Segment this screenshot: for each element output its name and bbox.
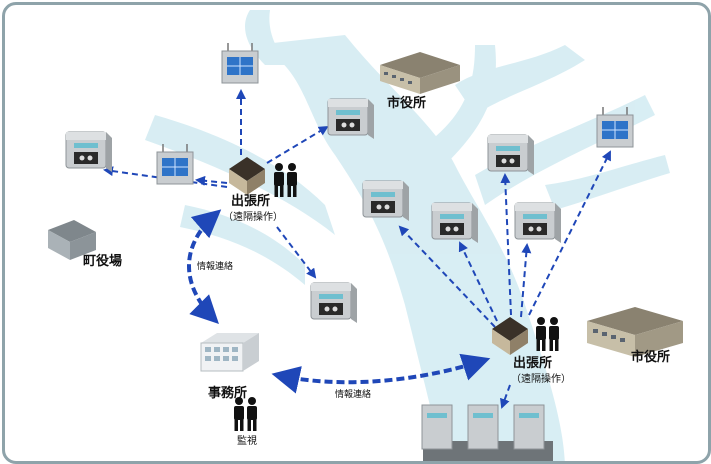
city-hall-right-label: 市役所 — [631, 350, 671, 365]
info-link-left-label: 情報連絡 — [197, 262, 234, 272]
arrow-to-upper-gate — [500, 173, 512, 316]
branch-office-left-house-icon — [229, 157, 265, 195]
mid-left-gate-icon — [362, 180, 410, 222]
upper-gate-icon — [487, 134, 535, 176]
monitor-label: 監視 — [237, 436, 257, 447]
control-arrows — [103, 89, 611, 409]
arrow-to-right-mid-gate — [520, 243, 532, 318]
info-link-arrow-bottom — [271, 353, 491, 394]
arrow-to-mid-left-gate — [398, 225, 496, 328]
city-hall-top-label: 市役所 — [387, 96, 427, 111]
town-hall-label: 町役場 — [83, 254, 123, 269]
center-gate-icon — [310, 282, 358, 324]
office-building-icon — [200, 333, 259, 372]
arrow-to-center-gate — [276, 226, 317, 279]
city-hall-top-building-icon — [380, 52, 460, 94]
city-hall-right-building-icon — [587, 307, 683, 357]
arrow-to-sluice — [500, 384, 511, 409]
office-label: 事務所 — [208, 386, 248, 401]
info-link-bottom-label: 情報連絡 — [335, 390, 372, 400]
arrow-to-upper-right-gate — [266, 125, 329, 164]
mid-gate-icon — [431, 202, 479, 244]
sluice-gate-structure-icon — [421, 404, 553, 461]
arrow-to-left-tgate — [195, 175, 228, 186]
office-people-icon — [234, 397, 257, 431]
left-gate-icon — [65, 131, 113, 173]
branch-office-right-house-icon — [492, 317, 528, 355]
top-tower-gate-icon — [221, 42, 259, 84]
branch-left-label: 出張所 — [231, 194, 271, 209]
info-link-arrow-left — [187, 209, 222, 324]
branch-left-sublabel: （遠隔操作） — [223, 212, 283, 223]
branch-right-label: 出張所 — [513, 356, 553, 371]
town-hall-building-icon — [48, 220, 96, 260]
upper-right-gate-icon — [327, 98, 375, 140]
branch-right-people-icon — [536, 317, 559, 351]
branch-right-sublabel: （遠隔操作） — [511, 374, 571, 385]
right-mid-gate-icon — [514, 202, 562, 244]
arrow-to-far-right-tgate — [528, 150, 611, 316]
diagram-canvas — [48, 10, 683, 461]
arrow-to-mid-gate — [458, 241, 498, 322]
